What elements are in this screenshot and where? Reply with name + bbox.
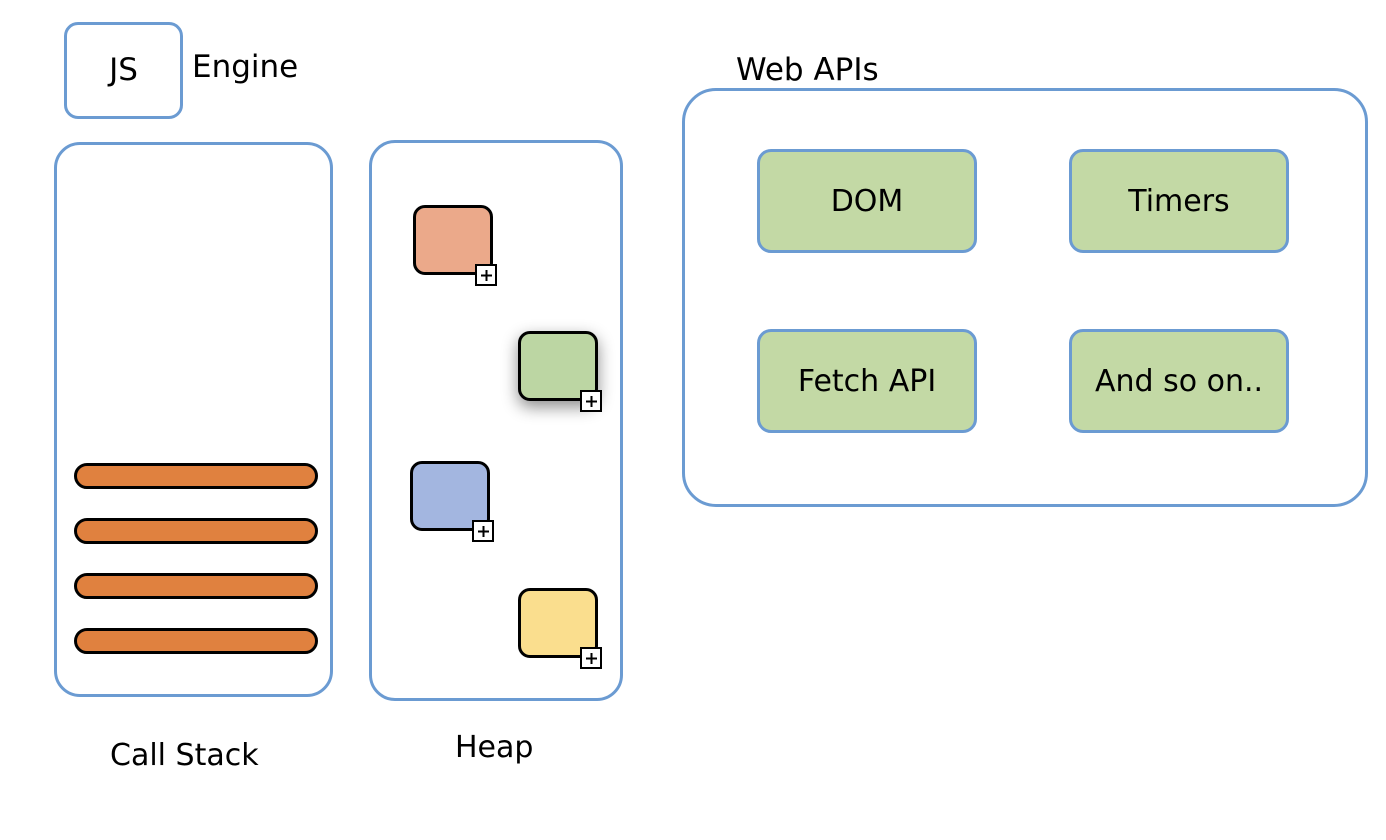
web-api-card-label: DOM — [830, 183, 904, 219]
web-api-card-label: And so on.. — [1094, 363, 1264, 399]
heap-object-3 — [410, 461, 494, 542]
web-api-timers[interactable]: Timers — [1069, 149, 1289, 253]
call-stack-frame — [74, 573, 318, 599]
heap-object-1 — [413, 205, 497, 286]
call-stack-caption: Call Stack — [110, 738, 259, 773]
web-api-card-label: Timers — [1128, 183, 1230, 219]
engine-title: Engine — [192, 49, 299, 85]
js-engine-badge: JS — [64, 22, 183, 119]
heap-caption: Heap — [455, 730, 534, 765]
web-api-card-label: Fetch API — [797, 363, 937, 399]
call-stack-frame — [74, 463, 318, 489]
expand-plus-icon[interactable] — [475, 264, 497, 286]
call-stack-frame-list — [57, 145, 330, 694]
js-badge-label: JS — [109, 52, 138, 88]
call-stack-frame — [74, 518, 318, 544]
heap-object-2 — [518, 331, 602, 412]
heap-container — [369, 140, 623, 701]
web-api-dom[interactable]: DOM — [757, 149, 977, 253]
expand-plus-icon[interactable] — [472, 520, 494, 542]
expand-plus-icon[interactable] — [580, 390, 602, 412]
web-api-and-so-on[interactable]: And so on.. — [1069, 329, 1289, 433]
heap-object-4 — [518, 588, 602, 669]
heap-object-list — [372, 143, 620, 698]
expand-plus-icon[interactable] — [580, 647, 602, 669]
call-stack-frame — [74, 628, 318, 654]
call-stack-container — [54, 142, 333, 697]
web-apis-title: Web APIs — [736, 52, 879, 88]
web-api-fetch[interactable]: Fetch API — [757, 329, 977, 433]
